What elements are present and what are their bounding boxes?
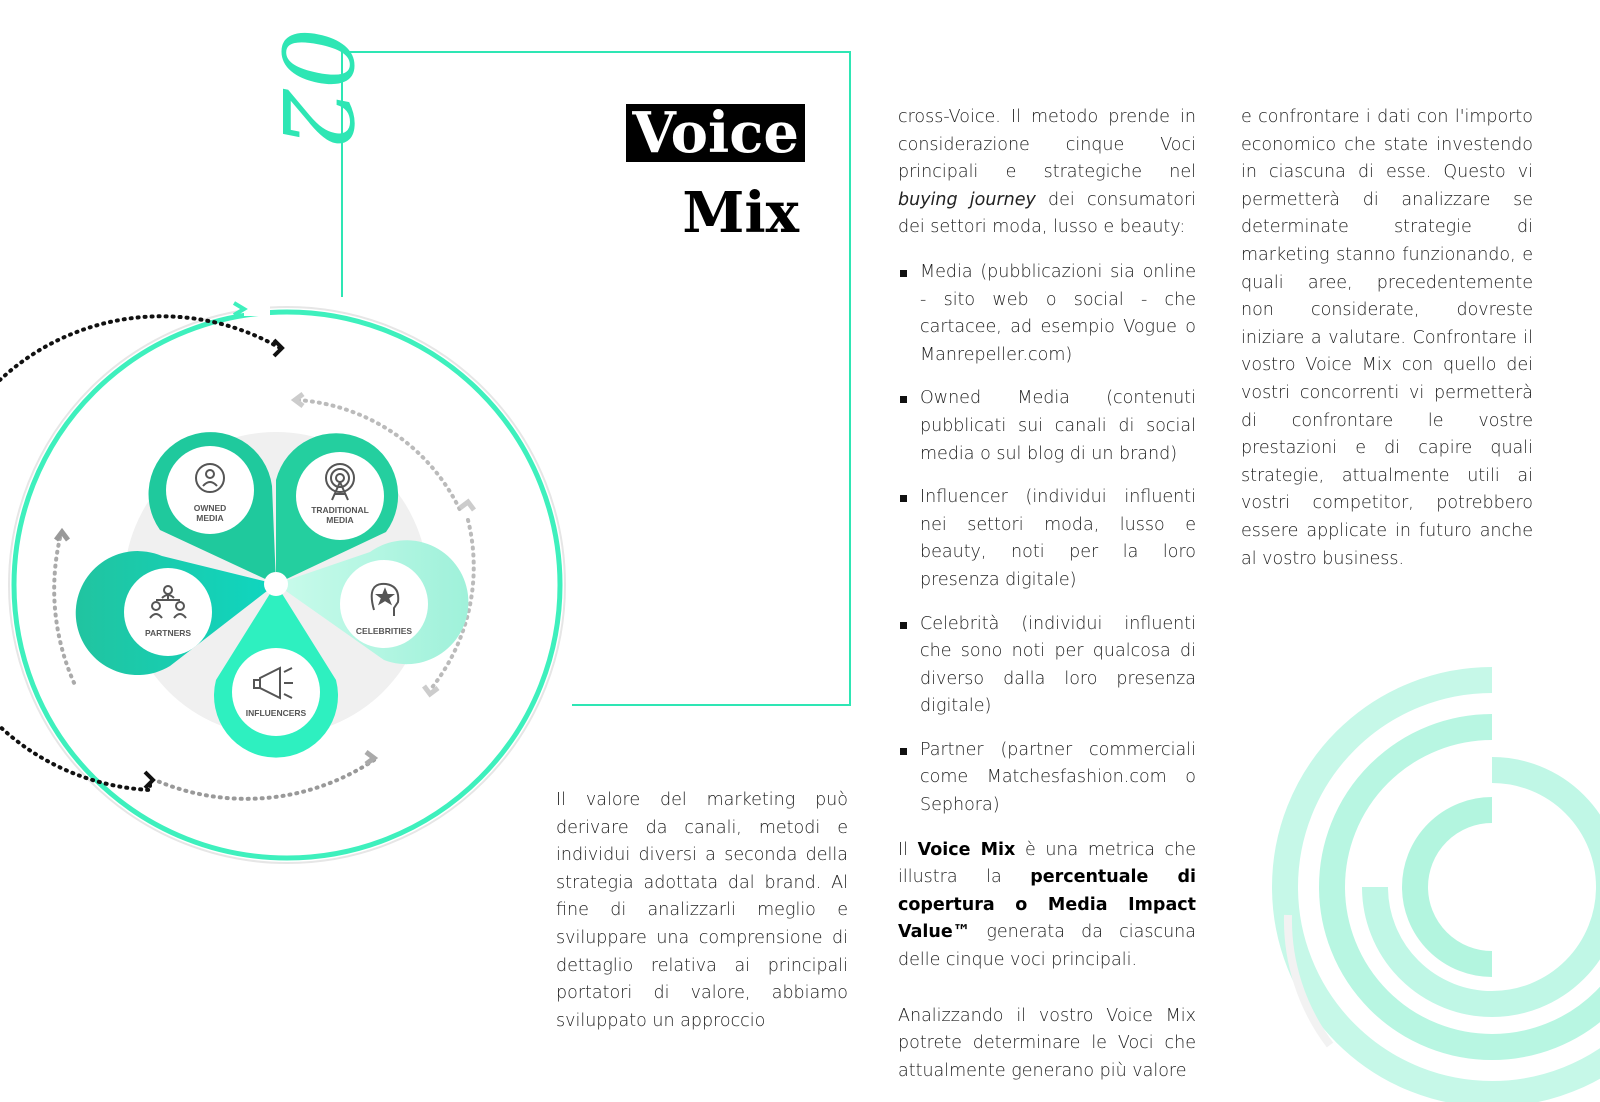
diagram-center-dot [264, 572, 288, 596]
col2-intro-b: dei consumatori dei settori moda, lusso … [898, 189, 1197, 238]
petal-traditional-media [276, 433, 399, 584]
dotted-arc-grey-2 [428, 518, 476, 692]
decorative-rings [1272, 667, 1600, 1102]
dotted-arrow-dark-top-icon [272, 338, 285, 358]
title-line-1: Voice [626, 104, 805, 162]
text-column-1: Il valore del marketing può derivare da … [556, 787, 848, 1052]
title-frame [341, 51, 851, 706]
voice-mix-diagram: OWNED MEDIA TRADITIONAL MEDIA CELEBRITIE… [0, 301, 566, 864]
chevron-grey-5-icon [54, 527, 70, 542]
list-item: Media (pubblicazioni sia online - sito w… [898, 259, 1196, 369]
page-number-text: 02 [260, 28, 372, 150]
list-item: Influencer (individui influenti nei sett… [898, 484, 1196, 594]
dotted-arc-grey-4 [52, 536, 77, 687]
chevron-grey-4-icon [364, 750, 379, 766]
megaphone-icon [253, 666, 293, 700]
petal-label-owned-2: MEDIA [196, 513, 223, 523]
page-number: 02 [260, 28, 372, 150]
col2-intro-emphasis: buying journey [898, 189, 1036, 210]
dotted-arc-grey-3 [153, 758, 376, 801]
chevron-grey-2-icon [458, 498, 476, 512]
broadcast-tower-icon [325, 463, 355, 501]
petal-label-owned-1: OWNED [194, 503, 227, 513]
col2-intro: cross-Voice. Il metodo prende in conside… [898, 104, 1196, 242]
text-column-3: e confrontare i dati con l'importo econo… [1241, 104, 1533, 590]
list-item: Partner (partner commerciali come Matche… [898, 737, 1196, 820]
people-network-icon [149, 585, 187, 619]
petal-owned-media [148, 432, 276, 584]
voices-list: Media (pubblicazioni sia online - sito w… [898, 259, 1196, 820]
col1-paragraph: Il valore del marketing può derivare da … [556, 790, 848, 1031]
title-frame-bottom-edge [572, 704, 851, 706]
col2-def-bold-2: percentuale di copertura o Media Impact … [898, 867, 1196, 943]
petal-label-partners: PARTNERS [145, 628, 191, 638]
petal-label-traditional-2: MEDIA [326, 515, 353, 525]
petal-label-celebrities: CELEBRITIES [356, 626, 413, 636]
chevron-grey-3-icon [422, 684, 440, 698]
col2-analysis: Analizzando il vostro Voice Mix potrete … [898, 1005, 1196, 1081]
title-line-2: Mix [682, 180, 799, 246]
col3-paragraph: e confrontare i dati con l'importo econo… [1241, 107, 1533, 569]
title-frame-left-edge [341, 51, 343, 297]
dotted-arc-grey-1 [296, 398, 462, 512]
petal-label-influencers: INFLUENCERS [246, 708, 307, 718]
col2-definition: Il Voice Mix è una metrica che illustra … [898, 837, 1196, 975]
list-item: Owned Media (contenuti pubblicati sui ca… [898, 385, 1196, 468]
chevron-grey-1-icon [290, 392, 305, 408]
col2-def-c: è una metrica che illustra la [898, 839, 1197, 888]
dotted-arrow-dark-bottom-icon [143, 770, 156, 790]
ring-arrow-icon [232, 301, 248, 317]
page-title: Voice Mix [626, 104, 805, 244]
petal-label-traditional-1: TRADITIONAL [311, 505, 369, 515]
person-badge-icon [195, 463, 225, 493]
col2-intro-a: cross-Voice. Il metodo prende in conside… [898, 107, 1196, 183]
col2-def-bold-1: Voice Mix [917, 839, 1016, 860]
star-head-icon [370, 582, 400, 616]
col2-def-a: Il [898, 839, 918, 860]
outer-ring [11, 309, 563, 861]
petal-partners [75, 551, 276, 676]
outer-ring-shadow [8, 306, 566, 864]
text-column-2: cross-Voice. Il metodo prende in conside… [898, 104, 1196, 1102]
col2-def-d: generata da ciascuna delle cinque voci p… [898, 922, 1196, 971]
list-item: Celebrità (individui influenti che sono … [898, 611, 1196, 721]
